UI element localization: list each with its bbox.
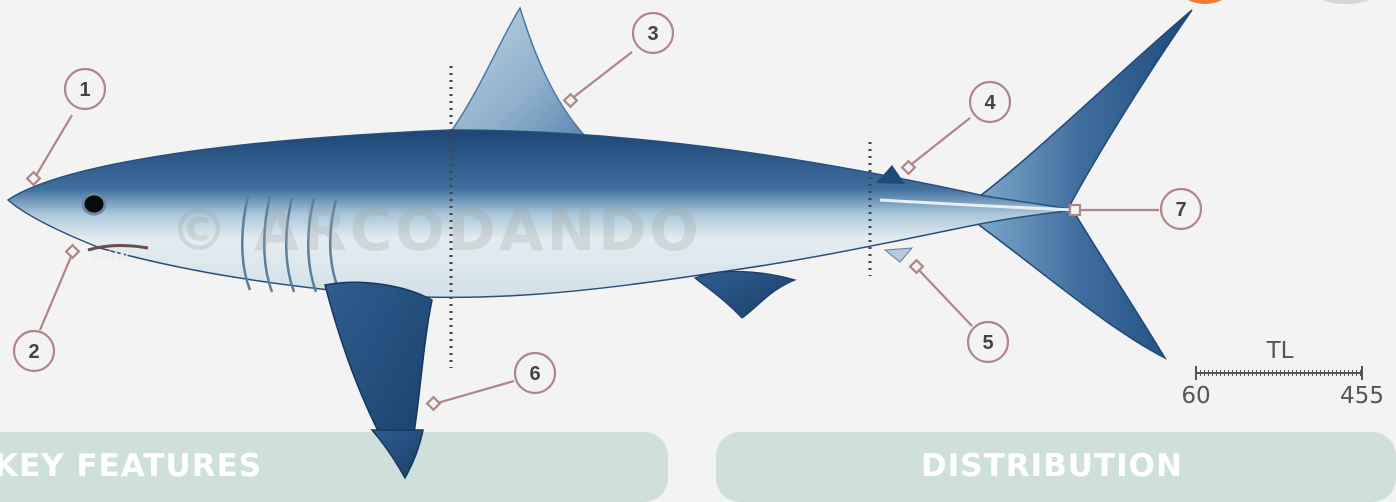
key-features-title: KEY FEATURES <box>0 448 262 484</box>
callout-2-label: 2 <box>28 341 39 363</box>
callout-5[interactable]: 5 <box>968 322 1008 362</box>
watermark: © ARCODANDO <box>170 196 702 264</box>
callout-6-label: 6 <box>529 363 540 385</box>
callout-5-label: 5 <box>982 332 993 354</box>
callout-4-label: 4 <box>984 92 996 114</box>
callout-3-label: 3 <box>647 23 658 45</box>
scale-min: 60 <box>1181 383 1210 409</box>
size-scale: TL 60 455 <box>1181 338 1384 409</box>
distribution-title: DISTRIBUTION <box>921 448 1183 484</box>
callout-3[interactable]: 3 <box>633 13 673 53</box>
shark-eye <box>83 194 105 214</box>
callout-1[interactable]: 1 <box>65 69 105 109</box>
callout-1-label: 1 <box>79 79 90 101</box>
first-dorsal-fin <box>452 8 585 136</box>
callout-7[interactable]: 7 <box>1161 189 1201 229</box>
pelvic-fin <box>695 271 795 318</box>
callout-4[interactable]: 4 <box>970 82 1010 122</box>
scale-max: 455 <box>1340 383 1384 409</box>
callout-6[interactable]: 6 <box>515 353 555 393</box>
scale-label: TL <box>1266 338 1294 364</box>
caudal-fin <box>975 10 1192 358</box>
shark-diagram: © ARCODANDO 1 2 3 4 5 6 <box>0 0 1396 481</box>
callout-2[interactable]: 2 <box>14 331 54 371</box>
shark-teeth <box>92 252 128 260</box>
anal-fin <box>885 248 912 262</box>
callout-7-label: 7 <box>1175 199 1186 221</box>
